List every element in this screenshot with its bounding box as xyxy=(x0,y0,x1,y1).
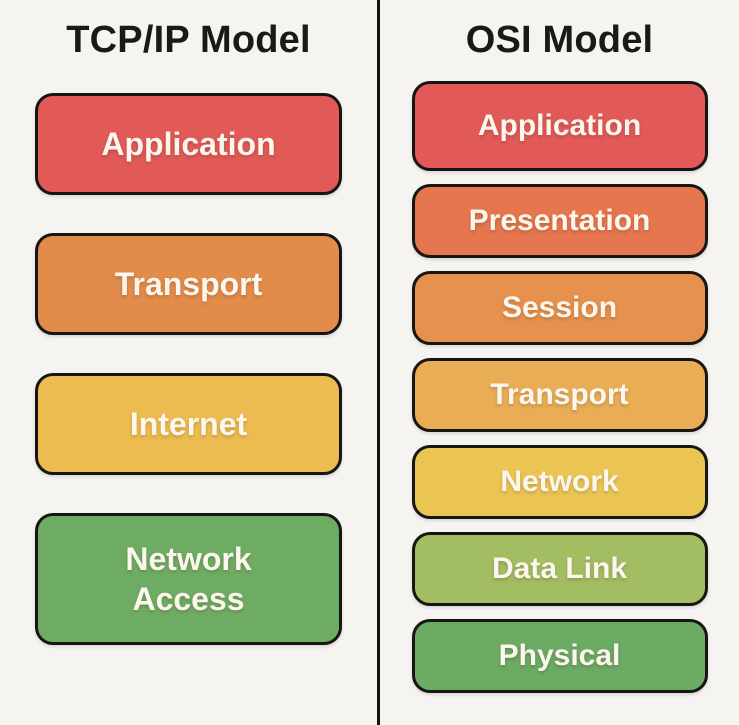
column-divider xyxy=(377,0,380,725)
layer-box-application: Application xyxy=(35,92,342,195)
layer-box-transport: Transport xyxy=(35,232,342,335)
layer-box-transport: Transport xyxy=(411,357,708,432)
layer-box-network: Network xyxy=(411,444,708,519)
layer-label: Internet xyxy=(129,405,248,442)
layer-box-presentation: Presentation xyxy=(411,183,708,258)
layer-label: Presentation xyxy=(468,203,651,237)
layer-label: Transport xyxy=(114,265,263,302)
layer-label: Application xyxy=(477,108,642,142)
layer-box-network-access: Network Access xyxy=(35,512,342,645)
layer-label: Physical xyxy=(498,638,621,672)
layer-box-internet: Internet xyxy=(35,372,342,475)
layer-label: Transport xyxy=(490,377,629,411)
layer-label: Network Access xyxy=(125,540,252,617)
layer-label: Session xyxy=(501,290,618,324)
tcpip-title: TCP/IP Model xyxy=(66,19,311,61)
osi-title: OSI Model xyxy=(465,19,654,61)
layer-box-data-link: Data Link xyxy=(411,531,708,606)
layer-label: Network xyxy=(500,464,619,498)
layer-box-physical: Physical xyxy=(411,618,708,693)
layer-label: Application xyxy=(101,125,276,162)
layer-box-session: Session xyxy=(411,270,708,345)
layer-label: Data Link xyxy=(491,551,628,585)
layer-box-application: Application xyxy=(411,80,708,171)
